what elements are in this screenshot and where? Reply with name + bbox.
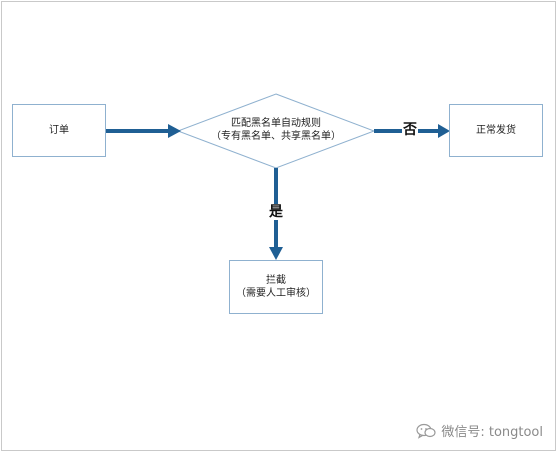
decision-node-line1: 匹配黑名单自动规则	[231, 118, 321, 129]
arrow-order-to-decision	[106, 124, 181, 138]
decision-node-line2: （专有黑名单、共享黑名单）	[211, 131, 341, 142]
order-node: 订单	[12, 104, 106, 157]
watermark-text: 微信号: tongtool	[441, 425, 543, 440]
edge-label-yes: 是	[268, 204, 284, 220]
block-node-line2: （需要人工审核）	[236, 288, 316, 299]
block-node-line1: 拦截	[266, 275, 286, 286]
wechat-icon	[416, 423, 436, 439]
normal-ship-node-label: 正常发货	[476, 125, 516, 136]
order-node-label: 订单	[49, 125, 69, 136]
decision-node-label: 匹配黑名单自动规则 （专有黑名单、共享黑名单）	[178, 117, 374, 143]
edge-label-no: 否	[402, 122, 418, 138]
normal-ship-node: 正常发货	[449, 104, 543, 157]
watermark: 微信号: tongtool	[416, 421, 543, 440]
block-node: 拦截 （需要人工审核）	[229, 260, 323, 314]
